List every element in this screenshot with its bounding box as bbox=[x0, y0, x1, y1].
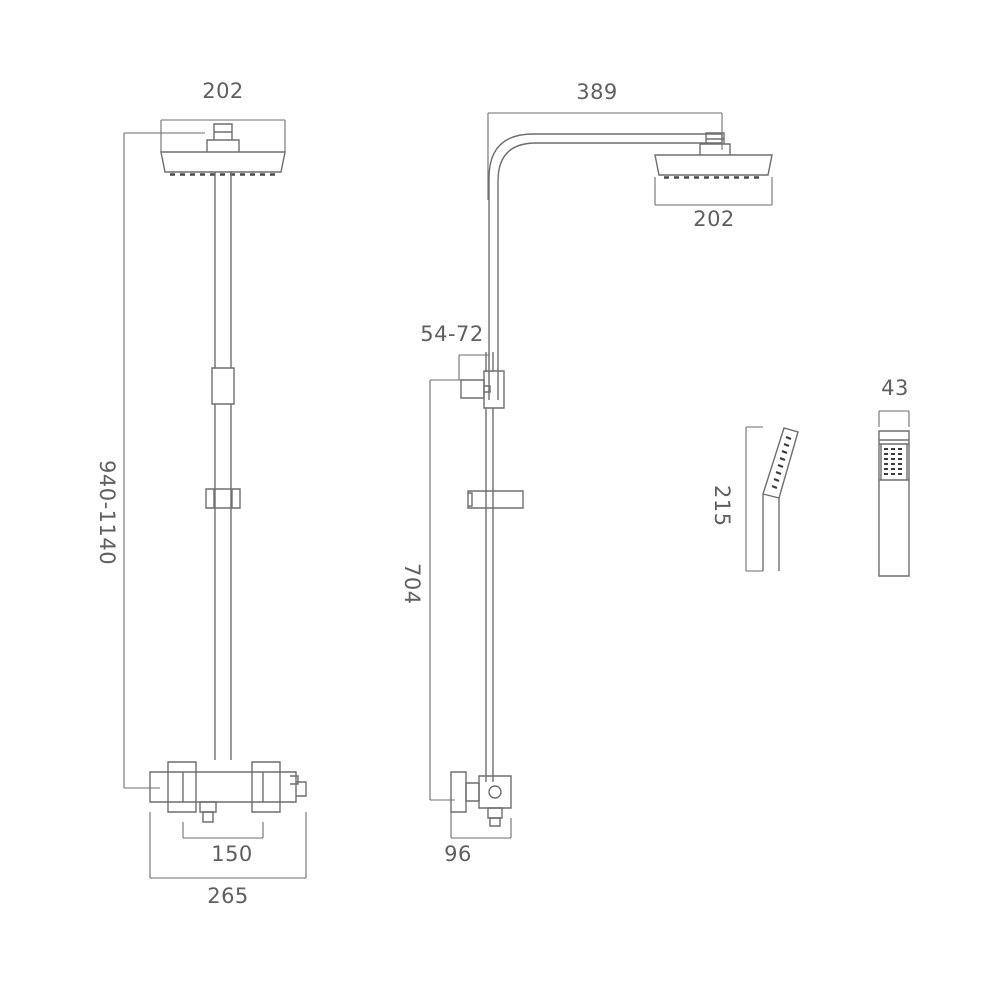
dimension-valve-centres bbox=[182, 822, 264, 839]
thermostatic-valve-side bbox=[450, 771, 512, 827]
handset-side-body bbox=[762, 427, 799, 571]
dimension-head-width-side bbox=[654, 177, 773, 206]
dimension-label-bracket-projection: 54-72 bbox=[420, 322, 484, 346]
view-handset-front bbox=[878, 410, 910, 577]
dimension-arm-reach bbox=[487, 112, 723, 200]
handset-holder-side bbox=[467, 490, 524, 509]
handset-front-body bbox=[878, 430, 910, 577]
dimension-label-handset-length: 215 bbox=[710, 485, 734, 527]
riser-rail-side bbox=[485, 352, 494, 782]
handset-holder-front bbox=[205, 488, 241, 509]
wall-bracket-side bbox=[460, 370, 505, 409]
adjuster-collar-front bbox=[211, 367, 235, 405]
dimension-bracket-projection bbox=[458, 352, 490, 380]
riser-rail-front bbox=[211, 172, 235, 760]
dimension-label-valve-projection: 96 bbox=[444, 842, 472, 866]
handset-spray-face-front bbox=[884, 448, 902, 475]
view-handset-side bbox=[745, 426, 799, 572]
dimension-head-width-front bbox=[160, 119, 286, 152]
overhead-shower-head-side bbox=[654, 132, 773, 176]
dimension-label-head-width-front: 202 bbox=[202, 79, 244, 103]
view-side-elevation bbox=[429, 112, 773, 839]
dimension-label-head-width-side: 202 bbox=[693, 207, 735, 231]
dimension-handset-width bbox=[878, 410, 910, 427]
dimension-handset-length bbox=[745, 426, 763, 572]
dimension-valve-projection bbox=[450, 812, 512, 839]
dimension-label-handset-width: 43 bbox=[881, 376, 909, 400]
dimension-label-rail-length: 704 bbox=[400, 563, 424, 605]
dimension-rail-length bbox=[429, 379, 470, 801]
dimension-label-arm-reach: 389 bbox=[576, 80, 618, 104]
handset-spray-face-side bbox=[771, 435, 792, 490]
dimension-overall-height bbox=[123, 133, 160, 789]
valve-outlet-front bbox=[199, 801, 217, 823]
view-front-elevation bbox=[123, 119, 307, 879]
thermostatic-valve-front bbox=[149, 761, 307, 813]
dimension-valve-overall-width bbox=[149, 812, 307, 879]
curved-shower-arm-side bbox=[488, 133, 723, 400]
overhead-shower-head-front bbox=[160, 123, 286, 173]
dimension-label-overall-height: 940-1140 bbox=[95, 460, 119, 565]
dimension-label-valve-centres: 150 bbox=[211, 842, 253, 866]
dimension-label-valve-overall-width: 265 bbox=[207, 884, 249, 908]
